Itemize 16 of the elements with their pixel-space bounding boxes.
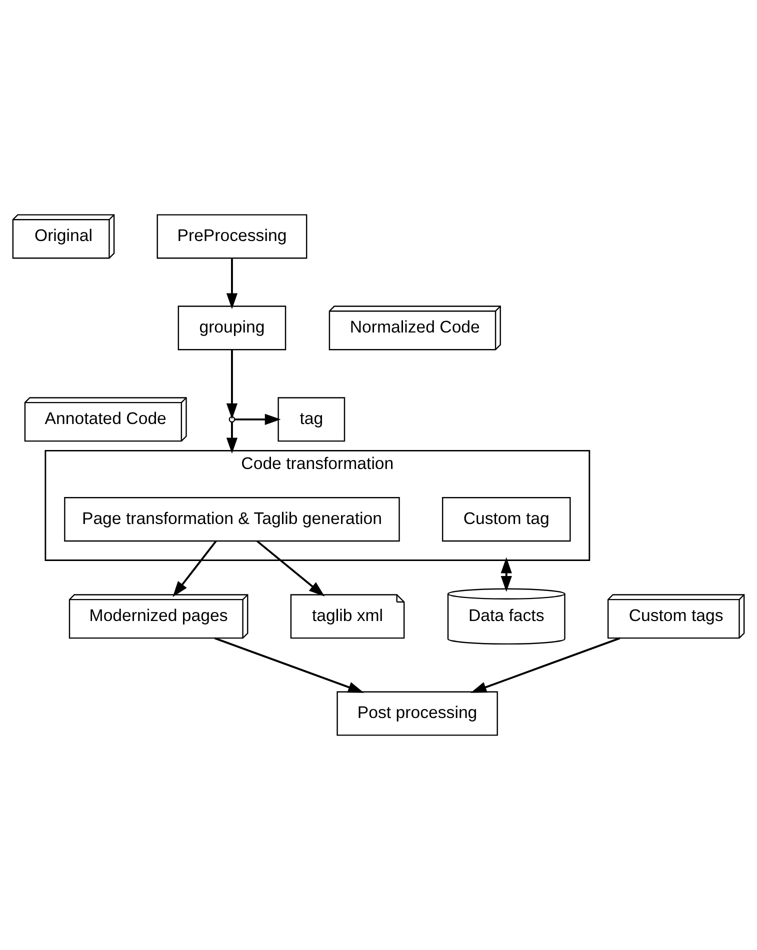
node-point (228, 416, 236, 423)
arrow (226, 422, 238, 454)
node-box: Custom tag (442, 497, 571, 542)
arrow (256, 540, 325, 597)
node-box: tag (278, 397, 346, 442)
arrow (172, 540, 217, 597)
node-box: Page transformation & Taglib generation (64, 497, 400, 542)
arrow (214, 637, 364, 693)
arrow (234, 414, 281, 425)
node-box: Post processing (336, 691, 498, 736)
node-box: grouping (178, 306, 286, 350)
arrow (226, 350, 238, 420)
arrow (470, 637, 620, 693)
arrow (500, 557, 512, 592)
node-box: PreProcessing (156, 214, 308, 259)
arrow (226, 258, 238, 310)
